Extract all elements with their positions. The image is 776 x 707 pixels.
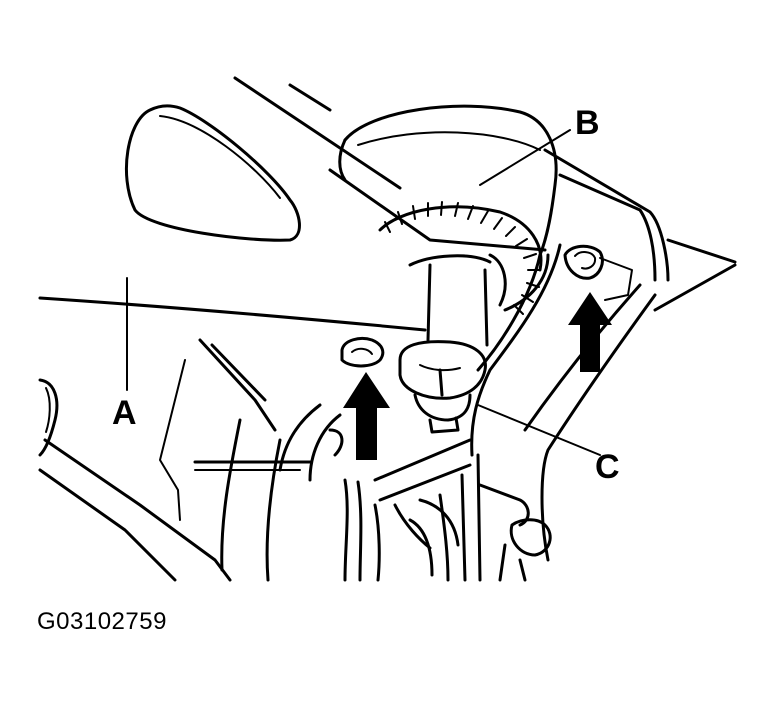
label-a: A xyxy=(112,394,137,432)
arrow-left xyxy=(343,372,390,460)
label-c: C xyxy=(595,448,620,486)
strut-mount-b xyxy=(338,104,558,315)
bolt-c xyxy=(398,340,487,434)
arrow-right xyxy=(568,292,612,372)
label-b: B xyxy=(575,104,600,142)
upper-brace-lines xyxy=(233,76,547,252)
figure-id: G03102759 xyxy=(37,608,167,635)
leader-lines xyxy=(126,129,601,456)
lower-bracket xyxy=(193,403,552,582)
right-frame xyxy=(470,148,737,562)
lower-left-shaft xyxy=(38,338,282,582)
teardrop-plate xyxy=(124,104,301,242)
nut-left xyxy=(340,336,385,368)
body-panel xyxy=(38,263,489,347)
